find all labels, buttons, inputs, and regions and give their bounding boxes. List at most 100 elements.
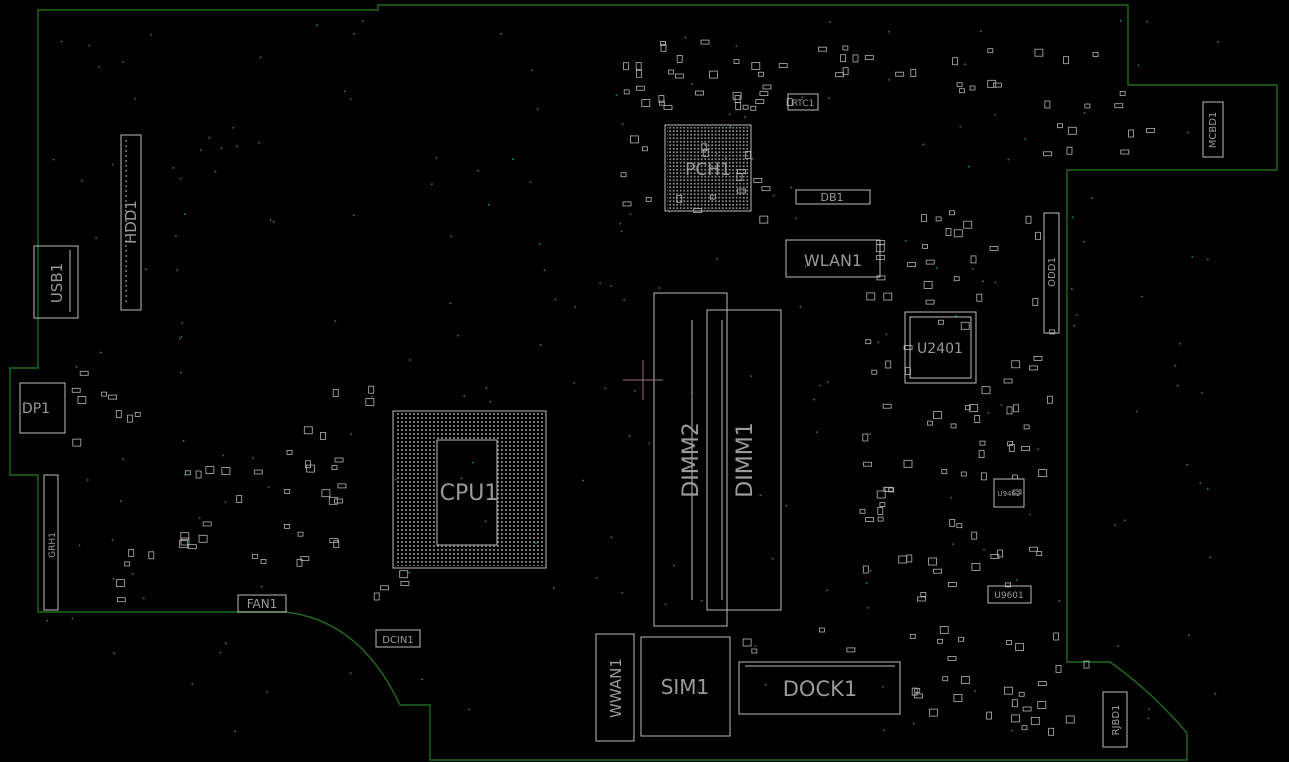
smd-part <box>949 519 956 527</box>
via <box>111 163 114 166</box>
smd-part <box>660 41 666 46</box>
via <box>267 486 270 488</box>
via <box>184 474 186 476</box>
smd-part <box>986 711 992 720</box>
via <box>75 366 78 368</box>
via <box>78 544 81 547</box>
grh1-component: GRH1 <box>43 474 59 611</box>
via <box>691 83 693 85</box>
via <box>1028 513 1031 516</box>
via <box>1091 197 1094 200</box>
via <box>1016 579 1018 581</box>
via <box>936 267 938 270</box>
via <box>1206 488 1209 490</box>
via <box>142 597 145 600</box>
smd-part <box>903 345 913 351</box>
via <box>134 98 136 100</box>
smd-part <box>180 537 190 546</box>
smd-part <box>898 555 908 564</box>
via <box>785 504 788 507</box>
smd-part <box>879 502 886 508</box>
smd-part <box>990 554 1000 559</box>
smd-part <box>1083 660 1090 669</box>
via <box>794 217 797 220</box>
smd-part <box>759 215 769 224</box>
wwan1-label: WWAN1 <box>607 658 625 718</box>
via <box>258 141 260 144</box>
smd-part <box>927 420 933 426</box>
smd-part <box>976 293 983 302</box>
u9601-component: U9601 <box>987 585 1032 604</box>
via <box>885 333 888 336</box>
smd-part <box>909 634 916 639</box>
smd-part <box>1013 404 1019 413</box>
via <box>200 149 202 152</box>
smd-part <box>863 461 872 467</box>
via <box>1119 19 1122 22</box>
smd-part <box>953 229 963 238</box>
smd-part <box>732 91 742 100</box>
smd-part <box>1037 701 1047 709</box>
via <box>234 730 236 733</box>
via <box>95 236 97 239</box>
via <box>1147 717 1150 720</box>
smd-part <box>937 638 943 644</box>
via <box>259 56 262 59</box>
via <box>269 219 272 222</box>
smd-part <box>758 71 764 77</box>
smd-part <box>925 259 935 265</box>
via <box>535 542 537 545</box>
via <box>460 477 463 480</box>
fan1-label: FAN1 <box>247 597 278 611</box>
via <box>236 145 239 148</box>
via <box>628 435 631 437</box>
smd-part <box>668 69 674 75</box>
via <box>697 691 700 694</box>
smd-part <box>842 45 849 51</box>
via <box>552 587 555 590</box>
smd-part <box>737 188 746 194</box>
via <box>691 391 694 394</box>
smd-part <box>1023 424 1030 430</box>
via <box>801 96 804 99</box>
smd-part <box>333 540 340 548</box>
smd-part <box>859 508 866 514</box>
via <box>1075 314 1078 316</box>
smd-part <box>79 370 89 376</box>
via <box>1209 556 1212 559</box>
via <box>472 461 474 464</box>
u2401-label: U2401 <box>917 341 963 357</box>
via <box>610 536 613 539</box>
smd-part <box>695 90 704 96</box>
via <box>485 387 488 389</box>
smd-part <box>306 464 316 473</box>
via <box>982 280 984 283</box>
via <box>829 21 831 24</box>
via <box>150 34 152 36</box>
via <box>615 94 618 96</box>
via <box>98 66 101 68</box>
smd-part <box>952 57 958 66</box>
smd-part <box>1021 446 1030 451</box>
smd-part <box>917 596 926 602</box>
smd-part <box>819 627 825 633</box>
via <box>582 479 584 482</box>
smd-part <box>953 694 963 702</box>
via <box>750 375 753 377</box>
smd-part <box>1033 355 1043 361</box>
smd-part <box>180 532 190 541</box>
smd-part <box>1021 725 1028 731</box>
smd-part <box>305 460 311 469</box>
smd-part <box>108 394 117 400</box>
via <box>1083 112 1086 114</box>
via-dots <box>46 19 1219 733</box>
odd1-label: ODD1 <box>1047 257 1058 287</box>
via <box>272 220 275 223</box>
via <box>700 599 703 602</box>
smd-part <box>742 638 752 647</box>
via <box>208 136 211 139</box>
smd-part <box>1119 91 1126 96</box>
via <box>1070 287 1073 290</box>
via <box>1037 448 1039 451</box>
smd-part <box>846 647 856 653</box>
